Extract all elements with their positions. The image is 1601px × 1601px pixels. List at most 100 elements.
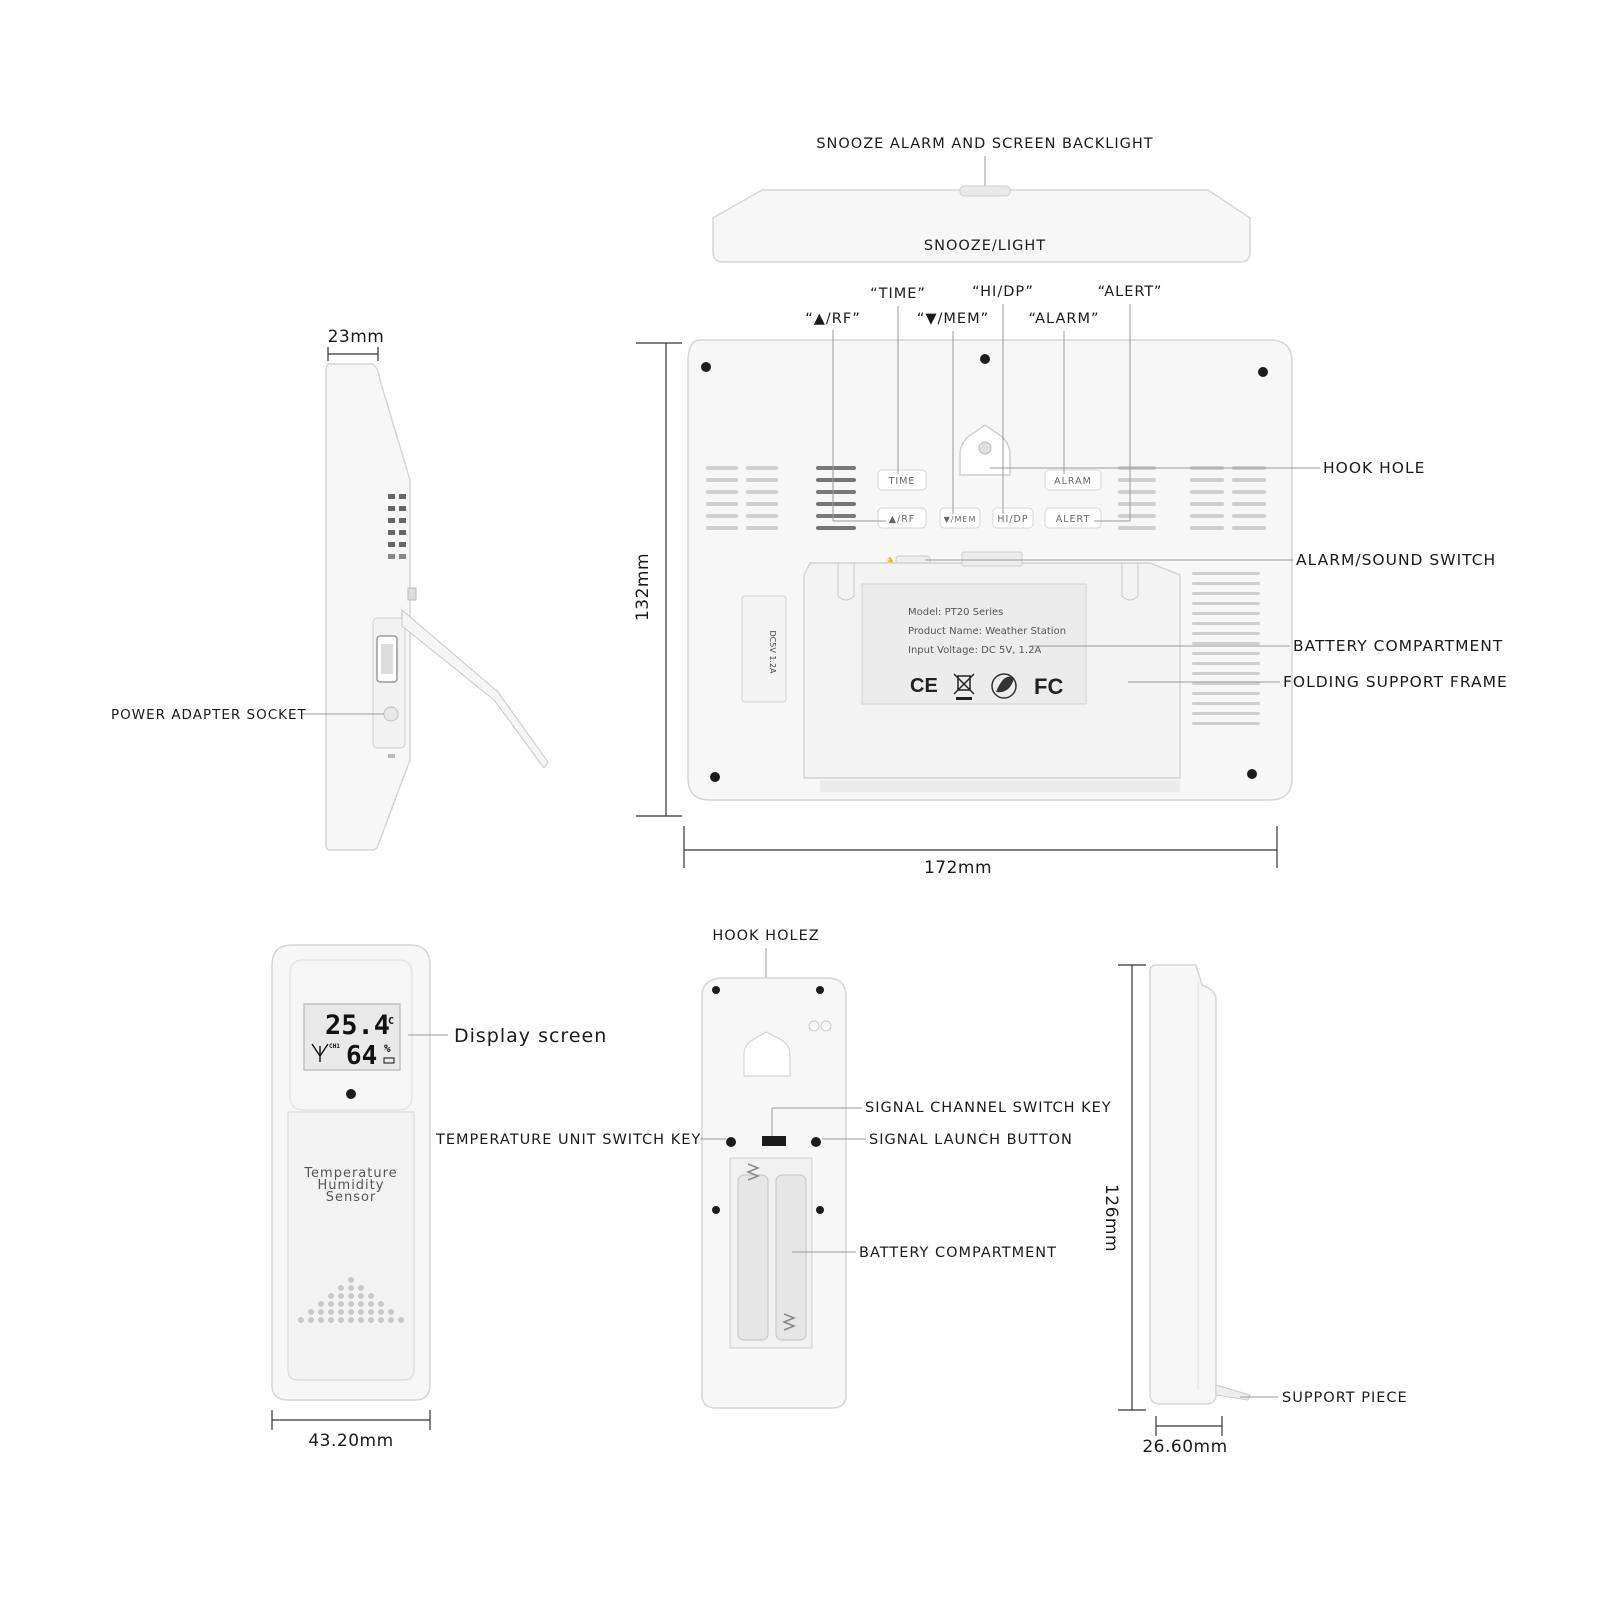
snooze-alarm-title: SNOOZE ALARM AND SCREEN BACKLIGHT (816, 136, 1153, 152)
antenna-icon (311, 1043, 329, 1062)
alert-key[interactable] (1044, 507, 1102, 529)
vent-lower-right (1192, 572, 1260, 725)
sensor-label-line1: Temperature (303, 1166, 397, 1181)
sensor-battery-compartment-label: BATTERY COMPARTMENT (859, 1245, 1057, 1261)
hi-dp-key-text: HI/DP (997, 514, 1028, 525)
display-screen-label: Display screen (454, 1025, 607, 1047)
key-label-alert: “ALERT” (1098, 284, 1163, 300)
temperature-unit-switch-key-label: TEMPERATURE UNIT SWITCH KEY (435, 1132, 701, 1148)
key-label-time: “TIME” (870, 286, 926, 302)
height-dim-label: 132mm (633, 553, 653, 621)
sensor-depth-label: 26.60mm (1142, 1437, 1227, 1457)
top-view-body (712, 189, 1251, 263)
sensor-support-piece (1215, 1384, 1251, 1401)
sensor-temperature-readout: 25.4 (325, 1010, 390, 1041)
folding-support-frame-label: FOLDING SUPPORT FRAME (1283, 673, 1508, 691)
sensor-back: HOOK HOLEZ SIGNAL CHANNEL SWITCH KEY TEM… (435, 928, 1112, 1409)
sensor-temp-unit: °C (382, 1016, 394, 1027)
down-mem-key-text: ▼/MEM (944, 515, 977, 524)
sensor-side-body (1149, 964, 1217, 1405)
signal-channel-switch-key-label: SIGNAL CHANNEL SWITCH KEY (865, 1100, 1112, 1116)
power-adapter-socket (383, 706, 399, 722)
battery-low-icon (383, 1057, 395, 1064)
screw-hole (1258, 367, 1268, 377)
screw-hole (980, 354, 990, 364)
sensor-humidity-unit: % (384, 1042, 391, 1055)
sensor-label-line3: Sensor (326, 1190, 377, 1205)
side-depth-label: 23mm (328, 327, 385, 347)
battery-slot-left (737, 1174, 769, 1341)
sensor-height-label: 126mm (1101, 1184, 1121, 1252)
time-key[interactable] (877, 469, 927, 491)
signal-launch-button[interactable] (811, 1137, 821, 1147)
sensor-label-line2: Humidity (318, 1178, 385, 1193)
sensor-led-indicator (346, 1089, 356, 1099)
sensor-channel-text: CH1 (329, 1043, 340, 1050)
sensor-back-mark (808, 1020, 820, 1032)
hook-hole-slot (978, 441, 992, 455)
sensor-back-mark (820, 1020, 832, 1032)
sensor-back-hole (712, 1206, 720, 1214)
hook-holez-label: HOOK HOLEZ (712, 928, 819, 944)
time-key-text: TIME (888, 476, 916, 487)
sensor-back-hole (816, 1206, 824, 1214)
snooze-light-label: SNOOZE/LIGHT (924, 238, 1046, 254)
side-hinge (407, 587, 417, 601)
nameplate-product: Product Name: Weather Station (908, 626, 1066, 637)
battery-compartment-cover (861, 583, 1087, 705)
battery-slot-right (775, 1174, 807, 1341)
up-rf-key[interactable] (877, 507, 927, 529)
back-view: “▲/RF” “TIME” “▼/MEM” “HI/DP” “ALARM” “A… (633, 284, 1508, 878)
alram-key[interactable] (1044, 469, 1102, 491)
sensor-humidity-readout: 64 (346, 1041, 377, 1071)
sensor-front-lower-panel (287, 1111, 415, 1381)
sensor-side: SUPPORT PIECE 126mm 26.60mm (1101, 964, 1408, 1457)
vent-right (1190, 466, 1266, 530)
station-bottom-edge (820, 780, 1180, 792)
sensor-width-label: 43.20mm (308, 1431, 393, 1451)
weee-bin-icon (953, 673, 975, 700)
ce-mark: CE (910, 675, 938, 697)
screw-hole (1247, 769, 1257, 779)
sensor-hook-hole-shape (743, 1031, 791, 1077)
side-view: 23mm POWER ADAPTER SOCKET (111, 327, 549, 851)
key-label-hi-dp: “HI/DP” (972, 284, 1034, 300)
sensor-back-hole (712, 986, 720, 994)
side-usb-port (381, 644, 393, 674)
fc-mark: FC (1034, 674, 1063, 699)
hook-hole-label: HOOK HOLE (1323, 459, 1425, 477)
snooze-light-button-shape (959, 185, 1011, 197)
frame-clip-left (837, 563, 855, 601)
sensor-back-hole (816, 986, 824, 994)
support-piece-label: SUPPORT PIECE (1282, 1390, 1408, 1406)
sensor-front: 25.4 °C 64 % CH1 Temperature Humidity Se… (271, 944, 607, 1451)
key-label-down-mem: “▼/MEM” (917, 311, 989, 327)
side-body (325, 363, 411, 851)
width-dim-label: 172mm (924, 858, 992, 878)
vent-left (706, 466, 778, 530)
screw-hole (701, 362, 711, 372)
alram-key-text: ALRAM (1054, 476, 1092, 487)
signal-launch-button-label: SIGNAL LAUNCH BUTTON (869, 1132, 1073, 1148)
dc-socket-panel (741, 595, 787, 703)
top-view: SNOOZE ALARM AND SCREEN BACKLIGHT SNOOZE… (712, 136, 1251, 263)
rohs-leaf-icon (991, 673, 1017, 699)
compartment-latch (961, 551, 1023, 567)
temperature-unit-switch-key[interactable] (726, 1137, 736, 1147)
battery-spring-icon (745, 1163, 797, 1331)
power-adapter-socket-label: POWER ADAPTER SOCKET (111, 707, 307, 723)
side-folding-stand (401, 608, 549, 769)
screw-hole (710, 772, 720, 782)
battery-compartment-label: BATTERY COMPARTMENT (1293, 637, 1503, 655)
alert-key-text: ALERT (1056, 514, 1091, 525)
vent-inner-left (816, 466, 856, 530)
up-rf-key-text: ▲/RF (889, 514, 916, 525)
nameplate-model: Model: PT20 Series (908, 607, 1003, 618)
sensor-vent-dots (298, 1277, 404, 1323)
signal-channel-switch-key[interactable] (762, 1136, 786, 1146)
down-mem-key[interactable] (939, 507, 981, 529)
key-label-up-rf: “▲/RF” (805, 311, 860, 327)
nameplate-voltage: Input Voltage: DC 5V, 1.2A (908, 645, 1041, 656)
alarm-sound-switch-label: ALARM/SOUND SWITCH (1296, 551, 1496, 569)
